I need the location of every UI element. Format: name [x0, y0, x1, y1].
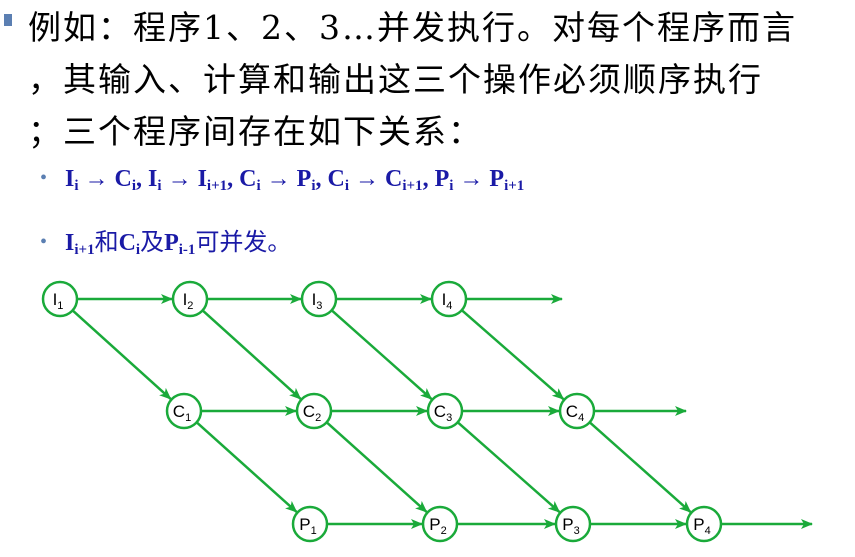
- precedes-arrow: →: [453, 166, 490, 192]
- dependency-arrow: [456, 421, 561, 514]
- precedes-arrow: →: [349, 166, 385, 192]
- node-i4: I4: [430, 280, 468, 318]
- dependency-arrow: [71, 309, 172, 400]
- node-i1: I1: [41, 280, 79, 318]
- term-p-prev: Pi-1: [164, 230, 196, 258]
- precedence-relations: • Ii → Ci, Ii → Ii+1, Ci → Pi, Ci → Ci+1,…: [40, 166, 524, 195]
- slide-bullet-mark: [4, 14, 12, 26]
- relation-pair: Ci → Ci+1: [327, 166, 423, 194]
- node-circle: [291, 505, 329, 543]
- node-i2: I2: [171, 280, 209, 318]
- node-label: I1: [53, 290, 64, 312]
- node-circle: [165, 392, 203, 430]
- node-c3: C3: [426, 392, 464, 430]
- relation-list: Ii → Ci, Ii → Ii+1, Ci → Pi, Ci → Ci+1, …: [65, 166, 525, 194]
- sub-bullet-dot: •: [40, 167, 48, 189]
- dependency-arrow: [201, 309, 302, 400]
- tail-text: 可并发。: [195, 230, 292, 256]
- node-label: P3: [562, 515, 579, 537]
- intro-paragraph: 例如：程序1、2、3…并发执行。对每个程序而言 ，其输入、计算和输出这三个操作必…: [28, 2, 848, 158]
- precedes-arrow: →: [260, 166, 297, 192]
- node-label: C1: [173, 402, 191, 424]
- dependency-arrow: [588, 421, 692, 513]
- node-label: I2: [183, 290, 194, 312]
- dependency-arrow: [460, 309, 565, 401]
- node-c4: C4: [558, 392, 596, 430]
- node-p4: P4: [685, 505, 723, 543]
- intro-line-2: ，其输入、计算和输出这三个操作必须顺序执行: [28, 60, 763, 99]
- node-label: P4: [693, 515, 710, 537]
- node-p2: P2: [421, 505, 459, 543]
- relation-pair: Ii → Ci: [65, 166, 137, 194]
- precedes-arrow: →: [161, 166, 198, 192]
- join-word-2: 及: [140, 230, 165, 256]
- relation-pair: Ii → Ii+1: [148, 166, 228, 194]
- node-label: P1: [299, 515, 316, 537]
- node-circle: [426, 392, 464, 430]
- separator: ,: [136, 166, 149, 192]
- separator: ,: [227, 166, 240, 192]
- node-circle: [41, 280, 79, 318]
- node-p3: P3: [554, 505, 592, 543]
- node-p1: P1: [291, 505, 329, 543]
- term-i-next: Ii+1: [65, 230, 95, 258]
- node-circle: [430, 280, 468, 318]
- node-c1: C1: [165, 392, 203, 430]
- concurrency-statement: • Ii+1和Ci及Pi-1可并发。: [40, 222, 291, 259]
- node-circle: [171, 280, 209, 318]
- dependency-arrow: [330, 309, 433, 400]
- node-label: I4: [442, 290, 453, 312]
- node-circle: [558, 392, 596, 430]
- node-c2: C2: [295, 392, 333, 430]
- node-circle: [295, 392, 333, 430]
- separator: ,: [315, 166, 328, 192]
- node-i3: I3: [300, 280, 338, 318]
- intro-line-3: ；三个程序间存在如下关系：: [28, 112, 483, 151]
- node-label: C4: [566, 402, 584, 424]
- dependency-arrow: [195, 421, 298, 513]
- dependency-arrow: [325, 421, 428, 513]
- node-circle: [685, 505, 723, 543]
- sub-bullet-dot: •: [40, 231, 48, 253]
- node-label: C2: [303, 402, 321, 424]
- term-c-current: Ci: [118, 230, 141, 258]
- join-word: 和: [94, 230, 119, 256]
- intro-line-1: 例如：程序1、2、3…并发执行。对每个程序而言: [28, 8, 797, 47]
- node-label: C3: [434, 402, 452, 424]
- node-circle: [421, 505, 459, 543]
- precedes-arrow: →: [78, 166, 115, 192]
- separator: ,: [422, 166, 435, 192]
- relation-pair: Ci → Pi: [239, 166, 316, 194]
- node-label: I3: [312, 290, 323, 312]
- node-label: P2: [429, 515, 446, 537]
- relation-pair: Pi → Pi+1: [434, 166, 525, 194]
- node-circle: [300, 280, 338, 318]
- node-circle: [554, 505, 592, 543]
- graph-edges: [71, 294, 813, 529]
